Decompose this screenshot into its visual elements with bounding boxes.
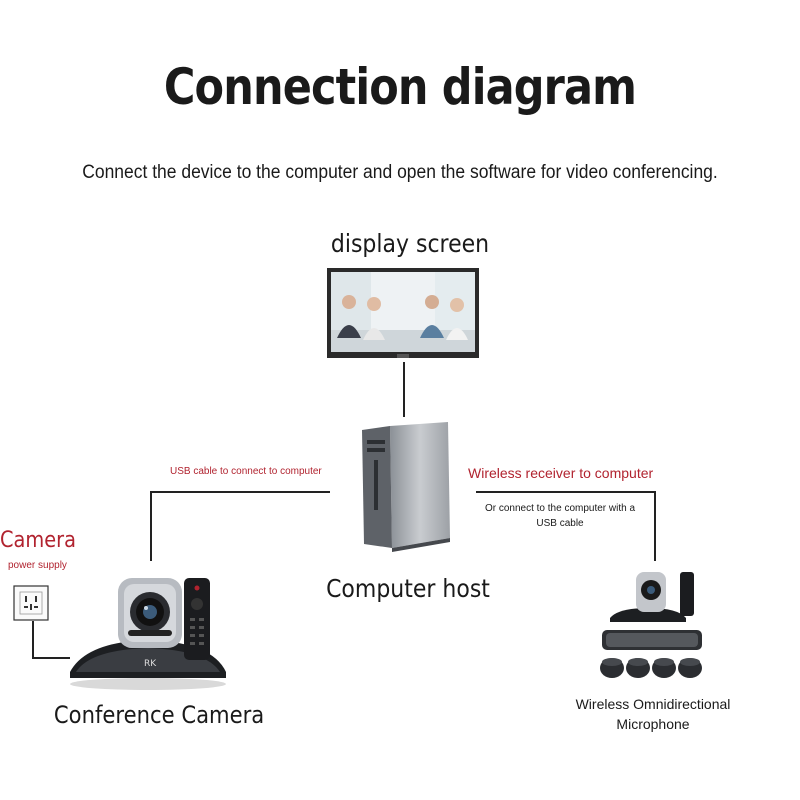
page-subtitle: Connect the device to the computer and o… [82,162,718,183]
computer-host-label: Computer host [326,574,490,603]
microphone-label-line2: Microphone [616,716,690,732]
microphone-link-horizontal [476,491,655,493]
camera-power-heading: Camera [0,528,76,553]
conference-camera-image: RK [70,578,226,690]
camera-brand-text: RK [144,659,157,669]
page-title: Connection diagram [163,58,637,116]
camera-link-horizontal [150,491,330,493]
microphone-label: Wireless Omnidirectional Microphone [566,694,740,734]
display-screen-image [327,268,479,358]
computer-host-image [362,422,450,552]
usb-alternative-note: Or connect to the computer with a USB ca… [484,503,636,529]
microphone-label-line1: Wireless Omnidirectional [575,696,731,712]
power-socket-icon [13,585,49,621]
usb-cable-label: USB cable to connect to computer [170,466,322,477]
power-link-horizontal [32,657,70,659]
camera-link-vertical [150,491,152,561]
microphone-set-image [600,572,702,678]
power-supply-label: power supply [8,560,67,571]
power-link-vertical [32,621,34,658]
conference-camera-label: Conference Camera [53,701,265,729]
display-screen-label: display screen [330,229,490,258]
wireless-receiver-label: Wireless receiver to computer [468,465,654,481]
display-to-host-line [403,362,405,417]
microphone-link-vertical [654,491,656,561]
